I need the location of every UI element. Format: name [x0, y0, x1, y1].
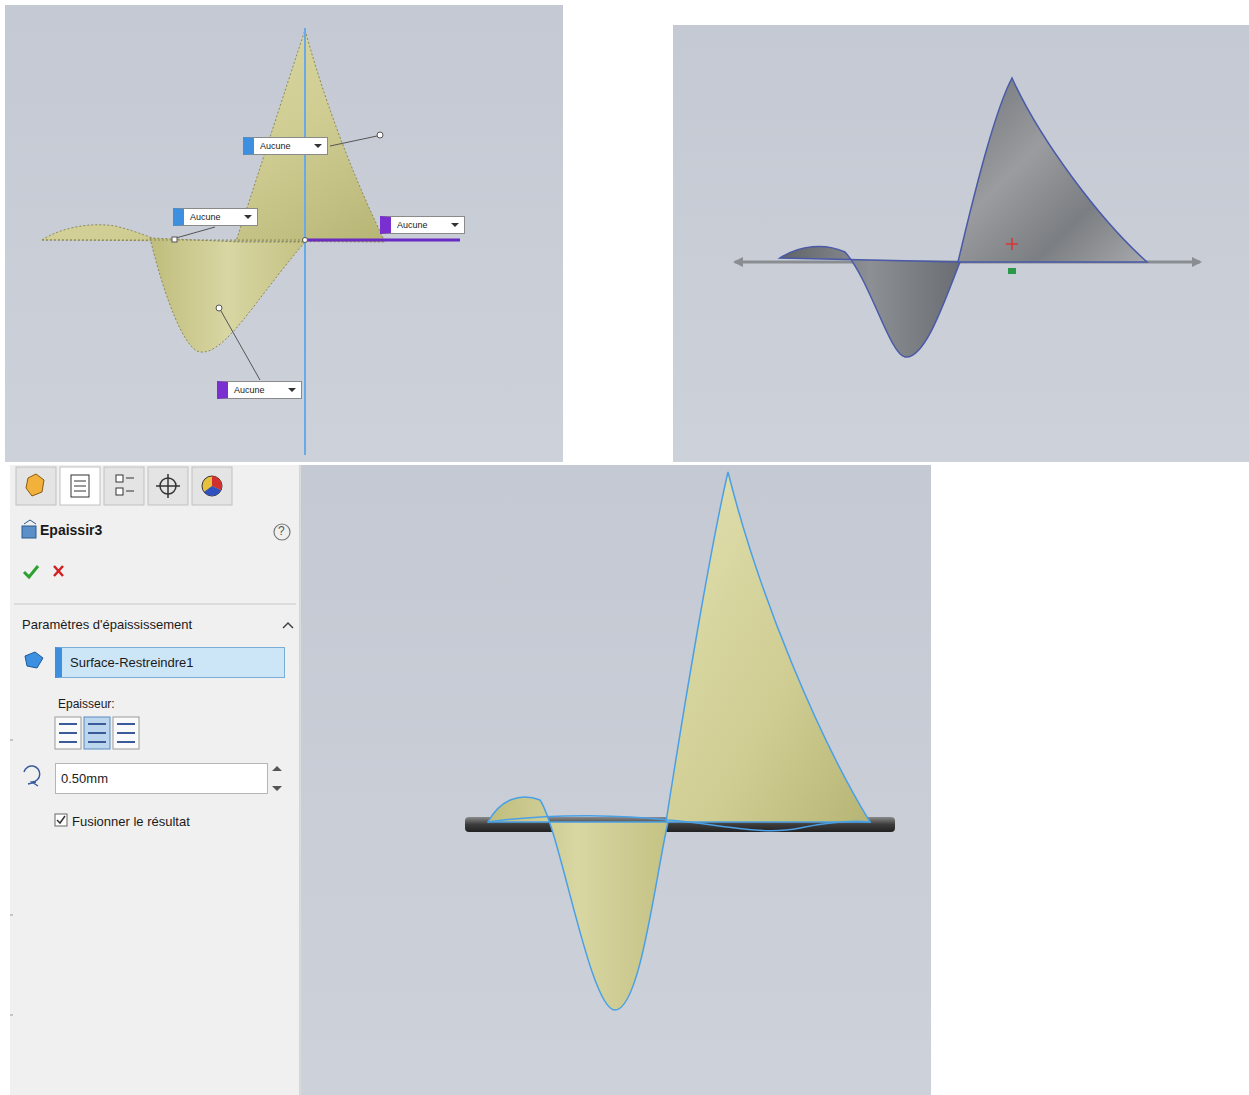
feature-icon: [22, 520, 36, 538]
spinner: [272, 766, 282, 791]
feature-title: Epaissir3: [40, 522, 102, 538]
dropdown-box: Aucune: [217, 381, 302, 399]
dropdown-text: Aucune: [190, 212, 221, 222]
origin-mark: [1008, 268, 1016, 274]
ok-check: [24, 566, 38, 577]
dropdown-box: Aucune: [243, 137, 328, 155]
checkbox: [55, 814, 67, 826]
field-text: 0.50mm: [61, 771, 108, 786]
thickness-icon: [24, 766, 40, 786]
separator: [14, 604, 296, 605]
viewport: [673, 25, 1249, 462]
surface-preview: [42, 30, 385, 352]
field-caption: Epaisseur:: [58, 697, 115, 711]
cancel-x: [54, 566, 63, 576]
checkbox-label: Fusionner le résultat: [72, 814, 190, 829]
dropdown-text: Aucune: [234, 385, 265, 395]
thickened-blade: [488, 472, 870, 1010]
axis-line: [305, 239, 460, 242]
dropdown-arrow: [244, 215, 252, 219]
panel-border: [300, 465, 301, 1095]
dropdown-box: Aucune: [173, 208, 258, 226]
field-text: Surface-Restreindre1: [70, 655, 194, 670]
property-panel: [10, 465, 300, 1095]
help-icon: [274, 524, 290, 540]
section-heading: Paramètres d'épaississement: [22, 617, 192, 632]
dropdown-box: Aucune: [380, 216, 465, 234]
dropdown-arrow: [314, 144, 322, 148]
dropdown-text: Aucune: [260, 141, 291, 151]
viewport: [5, 5, 563, 462]
collapse-caret: [283, 623, 293, 628]
leader-lines: [172, 132, 383, 380]
thickness-buttons: [55, 717, 139, 749]
checkbox-tick: [57, 816, 65, 823]
panel-ticks: [10, 740, 13, 1015]
dropdown-arrow: [288, 388, 296, 392]
dropdown-text: Aucune: [397, 220, 428, 230]
selection-field: Surface-Restreindre1: [55, 647, 285, 678]
dropdown-arrow: [451, 223, 459, 227]
help-mark: ?: [278, 524, 285, 538]
viewport: [301, 465, 931, 1095]
toolbar-tabs: [16, 467, 232, 505]
value-input: 0.50mm: [55, 763, 268, 794]
metal-blade: [780, 78, 1147, 357]
origin-mark: [1006, 238, 1018, 250]
selection-icon: [25, 652, 43, 668]
